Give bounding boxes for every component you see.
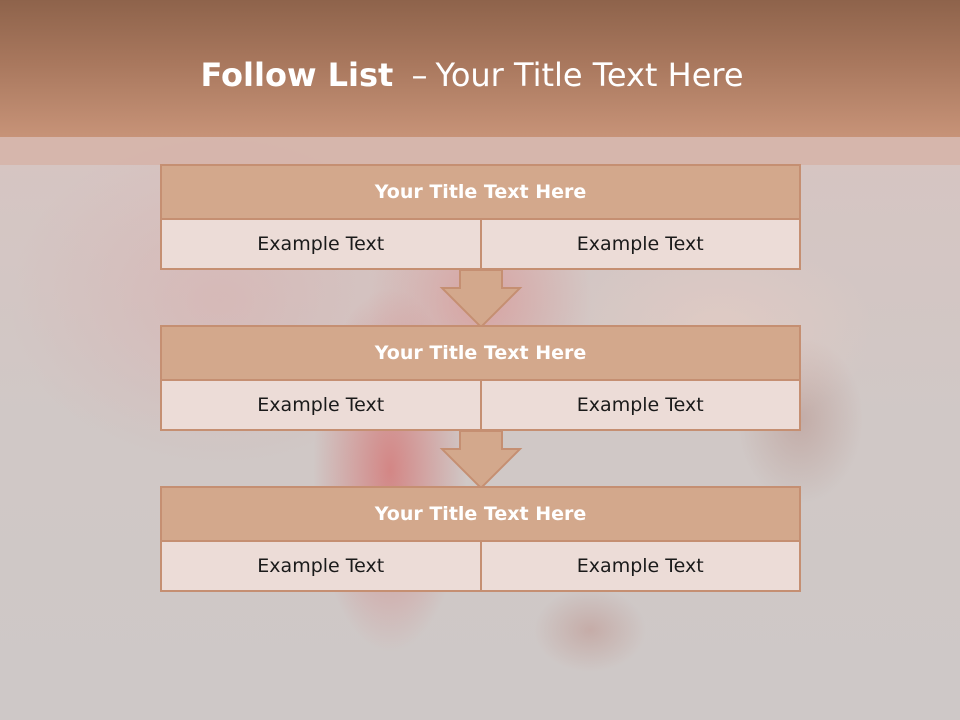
title-bar-strip bbox=[0, 137, 960, 165]
slide-title-rest: Your Title Text Here bbox=[435, 56, 744, 94]
step-title: Your Title Text Here bbox=[160, 486, 801, 542]
step-box-2: Your Title Text Here Example Text Exampl… bbox=[160, 325, 801, 431]
step-title: Your Title Text Here bbox=[160, 164, 801, 220]
step-cell-left: Example Text bbox=[160, 381, 482, 431]
step-cell-right: Example Text bbox=[481, 381, 801, 431]
step-row: Example Text Example Text bbox=[160, 381, 801, 431]
step-row: Example Text Example Text bbox=[160, 220, 801, 270]
slide-title: Follow List –Your Title Text Here bbox=[0, 56, 944, 94]
down-arrow-icon bbox=[439, 430, 523, 490]
step-cell-right: Example Text bbox=[481, 542, 801, 592]
step-title: Your Title Text Here bbox=[160, 325, 801, 381]
slide-title-bold: Follow List bbox=[200, 56, 394, 94]
title-bar bbox=[0, 0, 960, 137]
step-box-1: Your Title Text Here Example Text Exampl… bbox=[160, 164, 801, 270]
down-arrow-icon bbox=[439, 269, 523, 329]
step-cell-left: Example Text bbox=[160, 220, 482, 270]
step-cell-right: Example Text bbox=[481, 220, 801, 270]
step-cell-left: Example Text bbox=[160, 542, 482, 592]
slide-title-separator: – bbox=[411, 56, 428, 94]
step-row: Example Text Example Text bbox=[160, 542, 801, 592]
step-box-3: Your Title Text Here Example Text Exampl… bbox=[160, 486, 801, 592]
